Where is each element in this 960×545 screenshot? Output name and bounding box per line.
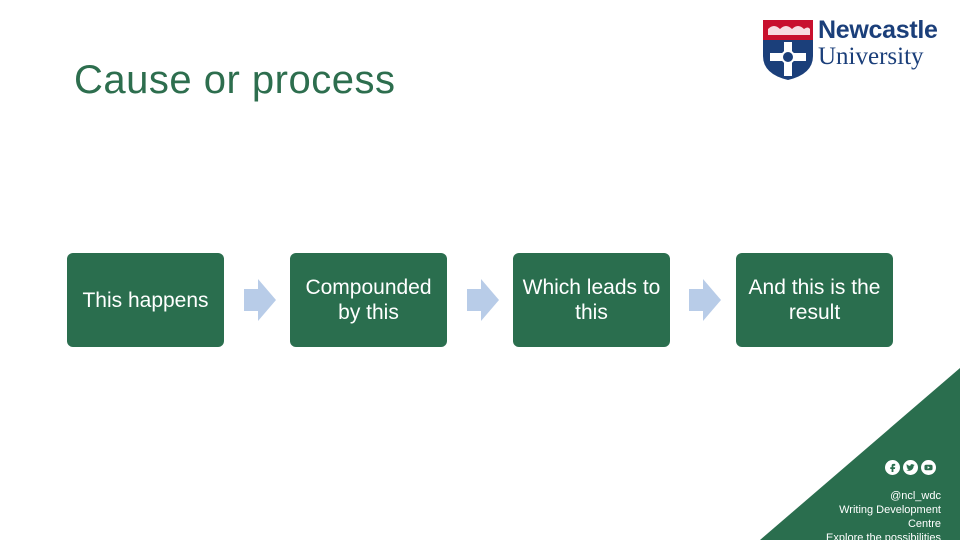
- university-logo: Newcastle University: [762, 18, 942, 82]
- logo-text-line2: University: [818, 43, 924, 70]
- process-step-4: And this is the result: [736, 253, 893, 347]
- page-title: Cause or process: [74, 58, 396, 102]
- social-icons: [885, 460, 936, 475]
- logo-text-line1: Newcastle: [818, 16, 938, 44]
- arrow-right-icon: [689, 279, 721, 321]
- arrow-right-icon: [244, 279, 276, 321]
- youtube-icon[interactable]: [921, 460, 936, 475]
- process-step-3: Which leads to this: [513, 253, 670, 347]
- footer-tagline: Explore the possibilities: [826, 532, 941, 544]
- footer-line3: Centre: [907, 518, 941, 530]
- footer-line2: Writing Development: [839, 504, 941, 516]
- process-step-1: This happens: [67, 253, 224, 347]
- footer-handle: @ncl_wdc: [890, 490, 941, 502]
- arrow-right-icon: [467, 279, 499, 321]
- process-step-2: Compounded by this: [290, 253, 447, 347]
- crest-icon: [763, 20, 813, 80]
- twitter-icon[interactable]: [903, 460, 918, 475]
- facebook-icon[interactable]: [885, 460, 900, 475]
- footer-text: @ncl_wdc Writing Development Centre Expl…: [826, 489, 941, 545]
